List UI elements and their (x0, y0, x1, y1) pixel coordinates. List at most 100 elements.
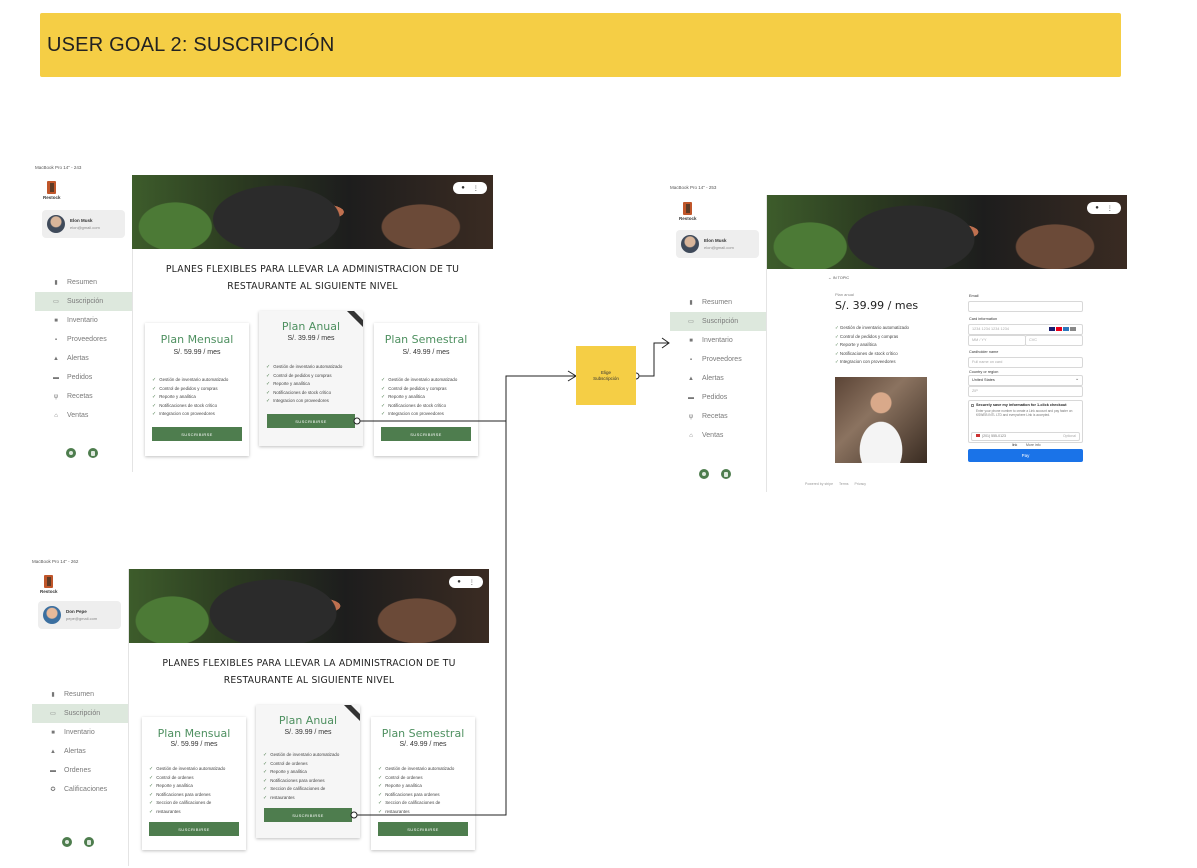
cvc-field[interactable]: CVC (1025, 335, 1083, 346)
plan-features: Gestión de inventario automatizadoContro… (149, 765, 225, 817)
sidebar-item-ventas[interactable]: ⌂Ventas (54, 412, 89, 419)
sidebar: Restock Elon Musk elon@gmail.com ▮Resume… (670, 195, 767, 492)
plan-card-anual: Plan Anual S/. 39.99 / mes Gestión de in… (256, 705, 360, 838)
plan-features: Gestión de inventario automatizadoContro… (381, 376, 457, 419)
settings-icon[interactable] (62, 837, 72, 847)
more-info-link[interactable]: More info (1026, 443, 1041, 447)
sidebar-item-calificaciones[interactable]: ✪Calificaciones (50, 786, 108, 793)
sidebar-item-ordenes[interactable]: ▬Ordenes (50, 767, 91, 774)
truck-icon: ▬ (50, 767, 56, 774)
sidebar-bottom-actions (699, 469, 731, 479)
save-desc: Enter your phone number to create a Link… (976, 409, 1073, 417)
card-icon: ▭ (688, 318, 694, 325)
sidebar-item-resumen[interactable]: ▮Resumen (54, 279, 97, 286)
bar-chart-icon: ▮ (51, 691, 55, 698)
sidebar-item-inventario[interactable]: ■Inventario (51, 729, 95, 736)
store-icon: ⌂ (54, 412, 58, 419)
sidebar-item-pedidos[interactable]: ▬Pedidos (688, 394, 728, 401)
cardholder-field[interactable]: Full name on card (968, 357, 1083, 368)
sidebar-nav: ▮Resumen ▭Suscripción ■Inventario ▲Alert… (32, 685, 128, 799)
connector-origin-top (353, 417, 361, 425)
checkout-features: ✓ Gestión de inventario automatizado ✓ C… (835, 324, 909, 367)
chart-icon: ▪ (689, 356, 693, 363)
user-card[interactable]: Elon Musk elon@gmail.com (676, 230, 759, 258)
hero-image: ●⋮ (767, 195, 1127, 269)
sidebar-item-suscripcion[interactable]: ▭Suscripción (670, 312, 766, 331)
settings-icon[interactable] (66, 448, 76, 458)
sidebar-item-inventario[interactable]: ■Inventario (54, 317, 98, 324)
bell-icon: ▲ (688, 375, 694, 382)
link-save-box: Securely save my information for 1-click… (968, 400, 1083, 443)
sidebar-item-alertas[interactable]: ▲Alertas (50, 748, 86, 755)
phone-field[interactable]: (201) 555-0123 Optional (971, 432, 1080, 441)
truck-icon: ▬ (53, 374, 59, 381)
plan-price: S/. 39.99 / mes (284, 729, 332, 736)
sidebar-item-proveedores[interactable]: ▪Proveedores (54, 336, 107, 343)
sidebar-item-alertas[interactable]: ▲Alertas (53, 355, 89, 362)
restock-logo: Restock (43, 181, 61, 203)
zip-field[interactable]: ZIP (968, 386, 1083, 397)
hero-image: ●⋮ (129, 569, 489, 643)
account-menu[interactable]: ●⋮ (449, 576, 483, 588)
frame-label-right: MacBook Pro 14" - 253 (670, 185, 717, 190)
screen-plans-supplier: Restock Don Pepe pepe@gmail.com ▮Resumen… (32, 569, 489, 866)
terms-link[interactable]: Terms (839, 482, 849, 486)
frame-label-bottom-left: MacBook Pro 14" - 262 (32, 559, 79, 564)
sidebar-item-proveedores[interactable]: ▪Proveedores (689, 356, 742, 363)
connector-origin-bottom (350, 811, 358, 819)
sidebar-item-suscripcion[interactable]: ▭Suscripción (32, 704, 128, 723)
sidebar-item-suscripcion[interactable]: ▭Suscripción (35, 292, 132, 311)
privacy-link[interactable]: Privacy (854, 482, 867, 486)
bar-chart-icon: ▮ (54, 279, 58, 286)
user-email: elon@gmail.com (704, 245, 734, 250)
logout-icon[interactable] (88, 448, 98, 458)
save-checkbox[interactable] (971, 404, 974, 407)
subscribe-button[interactable]: SUSCRIBIRSE (264, 808, 352, 822)
sidebar-item-pedidos[interactable]: ▬Pedidos (53, 374, 93, 381)
star-icon: ✪ (50, 786, 56, 793)
plan-title: Plan Semestral (381, 727, 465, 740)
subscribe-button[interactable]: SUSCRIBIRSE (267, 414, 355, 428)
sidebar-item-alertas[interactable]: ▲Alertas (688, 375, 724, 382)
back-link[interactable]: ← IN TOPIC (828, 276, 850, 280)
sidebar: Restock Elon Musk elon@gmail.com ▮Resume… (35, 175, 133, 472)
pay-button[interactable]: Pay (968, 449, 1083, 462)
sidebar-item-inventario[interactable]: ■Inventario (689, 337, 733, 344)
amex-icon (1063, 327, 1069, 331)
subscribe-button[interactable]: SUSCRIBIRSE (381, 427, 471, 441)
account-menu[interactable]: ●⋮ (453, 182, 487, 194)
email-field[interactable] (968, 301, 1083, 312)
expiry-field[interactable]: MM / YY (968, 335, 1026, 346)
powered-by-stripe: Powered by stripe (805, 482, 834, 486)
sidebar-bottom-actions (62, 837, 94, 847)
user-name: Elon Musk (704, 238, 727, 243)
plan-card-mensual: Plan Mensual S/. 59.99 / mes Gestión de … (142, 717, 246, 850)
plan-title: Plan Anual (278, 714, 338, 727)
subscribe-button[interactable]: SUSCRIBIRSE (378, 822, 468, 836)
flag-icon (976, 434, 980, 437)
account-menu[interactable]: ●⋮ (1087, 202, 1121, 214)
user-card[interactable]: Elon Musk elon@gmail.com (42, 210, 125, 238)
settings-icon[interactable] (699, 469, 709, 479)
subscribe-button[interactable]: SUSCRIBIRSE (149, 822, 239, 836)
plan-price: S/. 49.99 / mes (402, 349, 450, 356)
sidebar-item-resumen[interactable]: ▮Resumen (689, 299, 732, 306)
user-email: pepe@gmail.com (66, 616, 98, 621)
sidebar-item-resumen[interactable]: ▮Resumen (51, 691, 94, 698)
plan-card-semestral: Plan Semestral S/. 49.99 / mes Gestión d… (371, 717, 475, 850)
logout-icon[interactable] (721, 469, 731, 479)
truck-icon: ▬ (688, 394, 694, 401)
country-select[interactable]: United States (968, 375, 1083, 386)
card-number-field[interactable]: 1234 1234 1234 1234 (968, 324, 1083, 335)
subscribe-button[interactable]: SUSCRIBIRSE (152, 427, 242, 441)
plan-title: Plan Mensual (157, 727, 231, 740)
logout-icon[interactable] (84, 837, 94, 847)
sidebar-item-ventas[interactable]: ⌂Ventas (689, 432, 724, 439)
plan-card-anual: Plan Anual S/. 39.99 / mes Gestión de in… (259, 311, 363, 446)
feature-item: ✓ Notificaciones de stock crítico (835, 350, 898, 356)
store-icon: ⌂ (689, 432, 693, 439)
user-card[interactable]: Don Pepe pepe@gmail.com (38, 601, 121, 629)
sidebar-bottom-actions (66, 448, 98, 458)
